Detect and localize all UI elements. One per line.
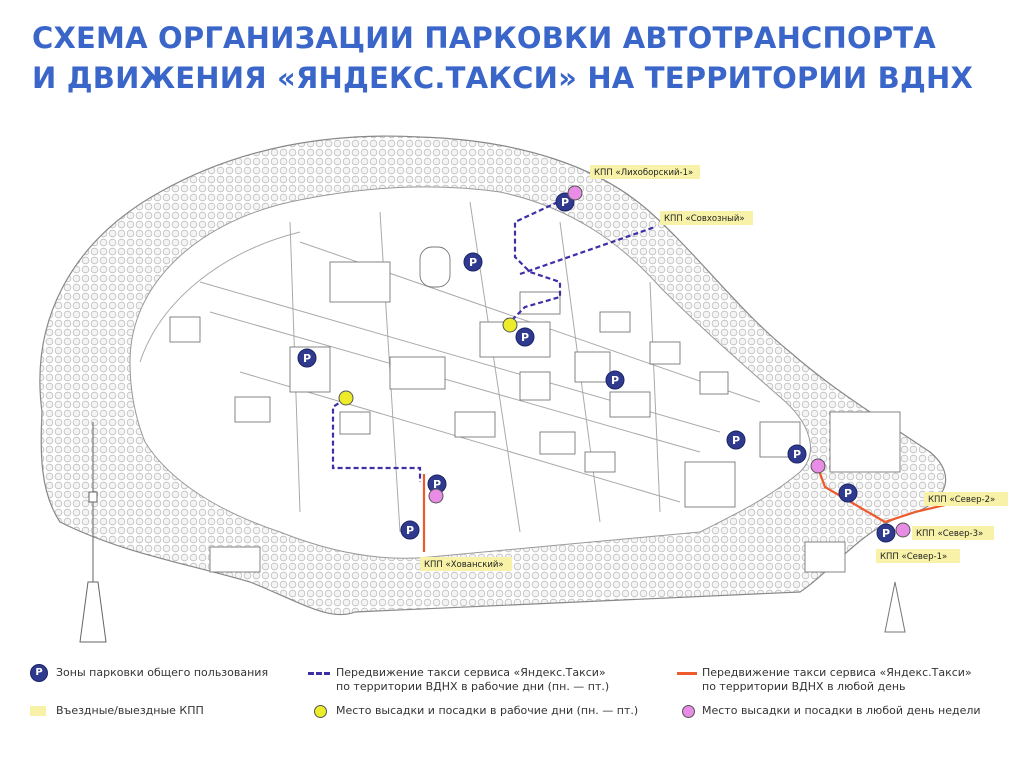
parking-icon: P (561, 196, 569, 209)
parking-icon: P (433, 478, 441, 491)
parking-icon: P (406, 524, 414, 537)
kpp-sever-2-label: КПП «Север-2» (928, 495, 995, 505)
kpp-sever-3-label: КПП «Север-3» (916, 529, 983, 539)
parking-markers: P P P P P P P P P P P (297, 192, 896, 543)
parking-icon: P (521, 331, 529, 344)
weekday-route-north (504, 201, 562, 328)
vdnh-map[interactable]: P P P P P P P P P P P КПП «Лихоборский-1… (0, 112, 1024, 652)
anyday-taxi-routes (422, 467, 946, 552)
weekday-dropoff-point (502, 317, 518, 333)
legend-weekday-route-label-2: по территории ВДНХ в рабочие дни (пн. — … (336, 680, 610, 693)
weekday-route-west (331, 398, 422, 482)
weekday-dropoff-points (338, 317, 518, 406)
title-line-2: И ДВИЖЕНИЯ «ЯНДЕКС.ТАКСИ» НА ТЕРРИТОРИИ … (32, 61, 974, 95)
legend-anyday-route-line (677, 672, 697, 675)
legend-anyday-dropoff-label: Место высадки и посадки в любой день нед… (702, 704, 981, 717)
legend-weekday-dropoff-label: Место высадки и посадки в рабочие дни (п… (336, 704, 639, 717)
parking-icon: P (611, 374, 619, 387)
parking-icon: P (793, 448, 801, 461)
parking-icon: P (844, 487, 852, 500)
title-line-1: СХЕМА ОРГАНИЗАЦИИ ПАРКОВКИ АВТОТРАНСПОРТ… (32, 21, 936, 55)
legend-checkpoint-swatch (30, 706, 46, 716)
weekday-dropoff-point (338, 390, 354, 406)
anyday-route-sever (816, 467, 946, 524)
checkpoint-labels: КПП «Лихоборский-1» КПП «Совхозный» КПП … (420, 165, 1008, 571)
anyday-dropoff-point (810, 458, 826, 474)
parking-icon: P (303, 352, 311, 365)
page-title: СХЕМА ОРГАНИЗАЦИИ ПАРКОВКИ АВТОТРАНСПОРТ… (32, 18, 1012, 98)
map-legend: P Зоны парковки общего пользования Въезд… (0, 655, 1024, 755)
weekday-taxi-routes (331, 201, 656, 482)
kpp-sovkhozny-label: КПП «Совхозный» (664, 214, 745, 224)
ostankino-tower (79, 422, 107, 643)
anyday-dropoff-point (895, 522, 911, 538)
legend-weekday-route-line (308, 672, 330, 675)
legend-anyday-dropoff-dot (682, 705, 695, 718)
anyday-dropoff-point (428, 488, 444, 504)
exhibition-grounds (129, 186, 811, 559)
legend-anyday-route-label-2: по территории ВДНХ в любой день (702, 680, 906, 693)
legend-anyday-route-label-1: Передвижение такси сервиса «Яндекс.Такси… (702, 666, 972, 679)
parking-icon: P (732, 434, 740, 447)
monument (884, 581, 906, 633)
parking-icon: P (882, 527, 890, 540)
legend-checkpoint-label: Въездные/выездные КПП (56, 704, 204, 717)
legend-weekday-dropoff-dot (314, 705, 327, 718)
kpp-sever-1-label: КПП «Север-1» (880, 552, 947, 562)
legend-parking-label: Зоны парковки общего пользования (56, 666, 269, 679)
legend-weekday-route-label-1: Передвижение такси сервиса «Яндекс.Такси… (336, 666, 606, 679)
anyday-dropoff-points (428, 185, 911, 538)
kpp-khovansky-label: КПП «Хованский» (424, 560, 504, 570)
parking-icon: P (469, 256, 477, 269)
buildings (169, 246, 901, 573)
legend-parking-icon: P (30, 664, 48, 682)
anyday-dropoff-point (567, 185, 583, 201)
kpp-likhoborsky-label: КПП «Лихоборский-1» (594, 168, 693, 178)
